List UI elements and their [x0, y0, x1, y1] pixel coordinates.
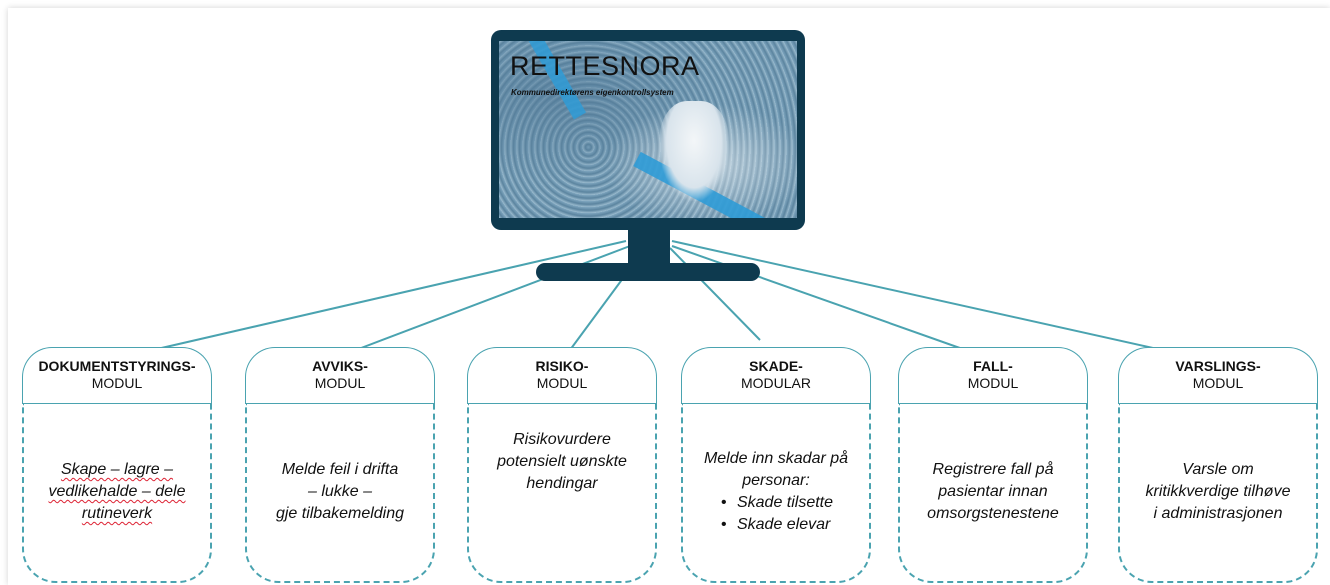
feet-graphic: [659, 101, 729, 201]
module-subtitle: MODUL: [1192, 375, 1244, 391]
module-bullet-list: Skade tilsette Skade elevar: [719, 492, 833, 536]
module-body: Skape – lagre – vedlikehalde – dele ruti…: [22, 403, 212, 583]
module-header: DOKUMENTSTYRINGS- MODUL: [22, 347, 212, 403]
module-header: RISIKO- MODUL: [467, 347, 657, 403]
module-text-line: Melde inn skadar på: [703, 450, 849, 467]
module-description: Registrere fall på pasientar innan omsor…: [919, 459, 1067, 525]
module-bullet-item: Skade elevar: [719, 514, 833, 536]
module-varsling: VARSLINGS- MODUL Varsle om kritikkverdig…: [1118, 347, 1318, 583]
module-body: Risikovurdere potensielt uønskte hending…: [467, 403, 657, 583]
module-description: Melde feil i drifta – lukke – gje tilbak…: [268, 459, 412, 525]
module-body: Melde feil i drifta – lukke – gje tilbak…: [245, 403, 435, 583]
module-text-line: personar:: [742, 472, 810, 489]
module-title: RISIKO-: [535, 358, 589, 374]
module-text-line: kritikkverdige tilhøve: [1145, 483, 1291, 500]
module-subtitle: MODUL: [91, 375, 143, 391]
module-divider: [898, 403, 1088, 404]
module-text-line: Melde feil i drifta: [281, 461, 399, 478]
module-header: AVVIKS- MODUL: [245, 347, 435, 403]
module-header: VARSLINGS- MODUL: [1118, 347, 1318, 403]
module-text-line: Skape – lagre –: [60, 461, 174, 478]
module-body: Registrere fall på pasientar innan omsor…: [898, 403, 1088, 583]
module-skade: SKADE- MODULAR Melde inn skadar på perso…: [681, 347, 871, 583]
module-text-line: potensielt uønskte: [497, 453, 627, 470]
module-subtitle: MODUL: [536, 375, 588, 391]
module-divider: [22, 403, 212, 404]
monitor-neck: [628, 228, 670, 266]
module-text-line: pasientar innan: [938, 483, 1048, 500]
module-title: DOKUMENTSTYRINGS-: [38, 358, 196, 374]
monitor-title: RETTESNORA: [510, 51, 700, 81]
module-text-line: rutineverk: [81, 505, 153, 522]
module-avvik: AVVIKS- MODUL Melde feil i drifta – lukk…: [245, 347, 435, 583]
module-title: SKADE-: [749, 358, 803, 374]
monitor-subtitle: Kommunedirektørens eigenkontrollsystem: [511, 88, 674, 97]
module-divider: [1118, 403, 1318, 404]
module-text-line: Varsle om: [1182, 461, 1254, 478]
module-subtitle: MODUL: [967, 375, 1019, 391]
module-dokumentstyring: DOKUMENTSTYRINGS- MODUL Skape – lagre – …: [22, 347, 212, 583]
module-text-line: omsorgstenestene: [927, 505, 1059, 522]
connector-line-dokument: [117, 240, 627, 359]
module-title: AVVIKS-: [312, 358, 368, 374]
module-description: Varsle om kritikkverdige tilhøve i admin…: [1138, 459, 1299, 525]
module-description: Melde inn skadar på personar: Skade tils…: [696, 448, 856, 536]
module-bullet-item: Skade tilsette: [719, 492, 833, 514]
module-fall: FALL- MODUL Registrere fall på pasientar…: [898, 347, 1088, 583]
module-risiko: RISIKO- MODUL Risikovurdere potensielt u…: [467, 347, 657, 583]
module-body: Melde inn skadar på personar: Skade tils…: [681, 403, 871, 583]
module-divider: [245, 403, 435, 404]
module-header: FALL- MODUL: [898, 347, 1088, 403]
module-divider: [467, 403, 657, 404]
module-text-line: gje tilbakemelding: [275, 505, 405, 522]
module-subtitle: MODUL: [314, 375, 366, 391]
module-description: Skape – lagre – vedlikehalde – dele ruti…: [41, 459, 194, 525]
module-divider: [681, 403, 871, 404]
module-text-line: Risikovurdere: [513, 431, 611, 448]
monitor-base: [536, 263, 760, 281]
module-title: VARSLINGS-: [1175, 358, 1261, 374]
module-title: FALL-: [973, 358, 1013, 374]
module-text-line: Registrere fall på: [932, 461, 1054, 478]
module-subtitle: MODULAR: [740, 375, 811, 391]
module-body: Varsle om kritikkverdige tilhøve i admin…: [1118, 403, 1318, 583]
module-text-line: i administrasjonen: [1153, 505, 1283, 522]
module-text-line: vedlikehalde – dele: [48, 483, 186, 500]
module-text-line: – lukke –: [307, 483, 373, 500]
monitor-screen: RETTESNORA Kommunedirektørens eigenkontr…: [499, 41, 797, 218]
module-description: Risikovurdere potensielt uønskte hending…: [489, 429, 635, 495]
module-text-line: hendingar: [526, 475, 598, 492]
module-header: SKADE- MODULAR: [681, 347, 871, 403]
connector-line-varsling: [671, 240, 1199, 359]
